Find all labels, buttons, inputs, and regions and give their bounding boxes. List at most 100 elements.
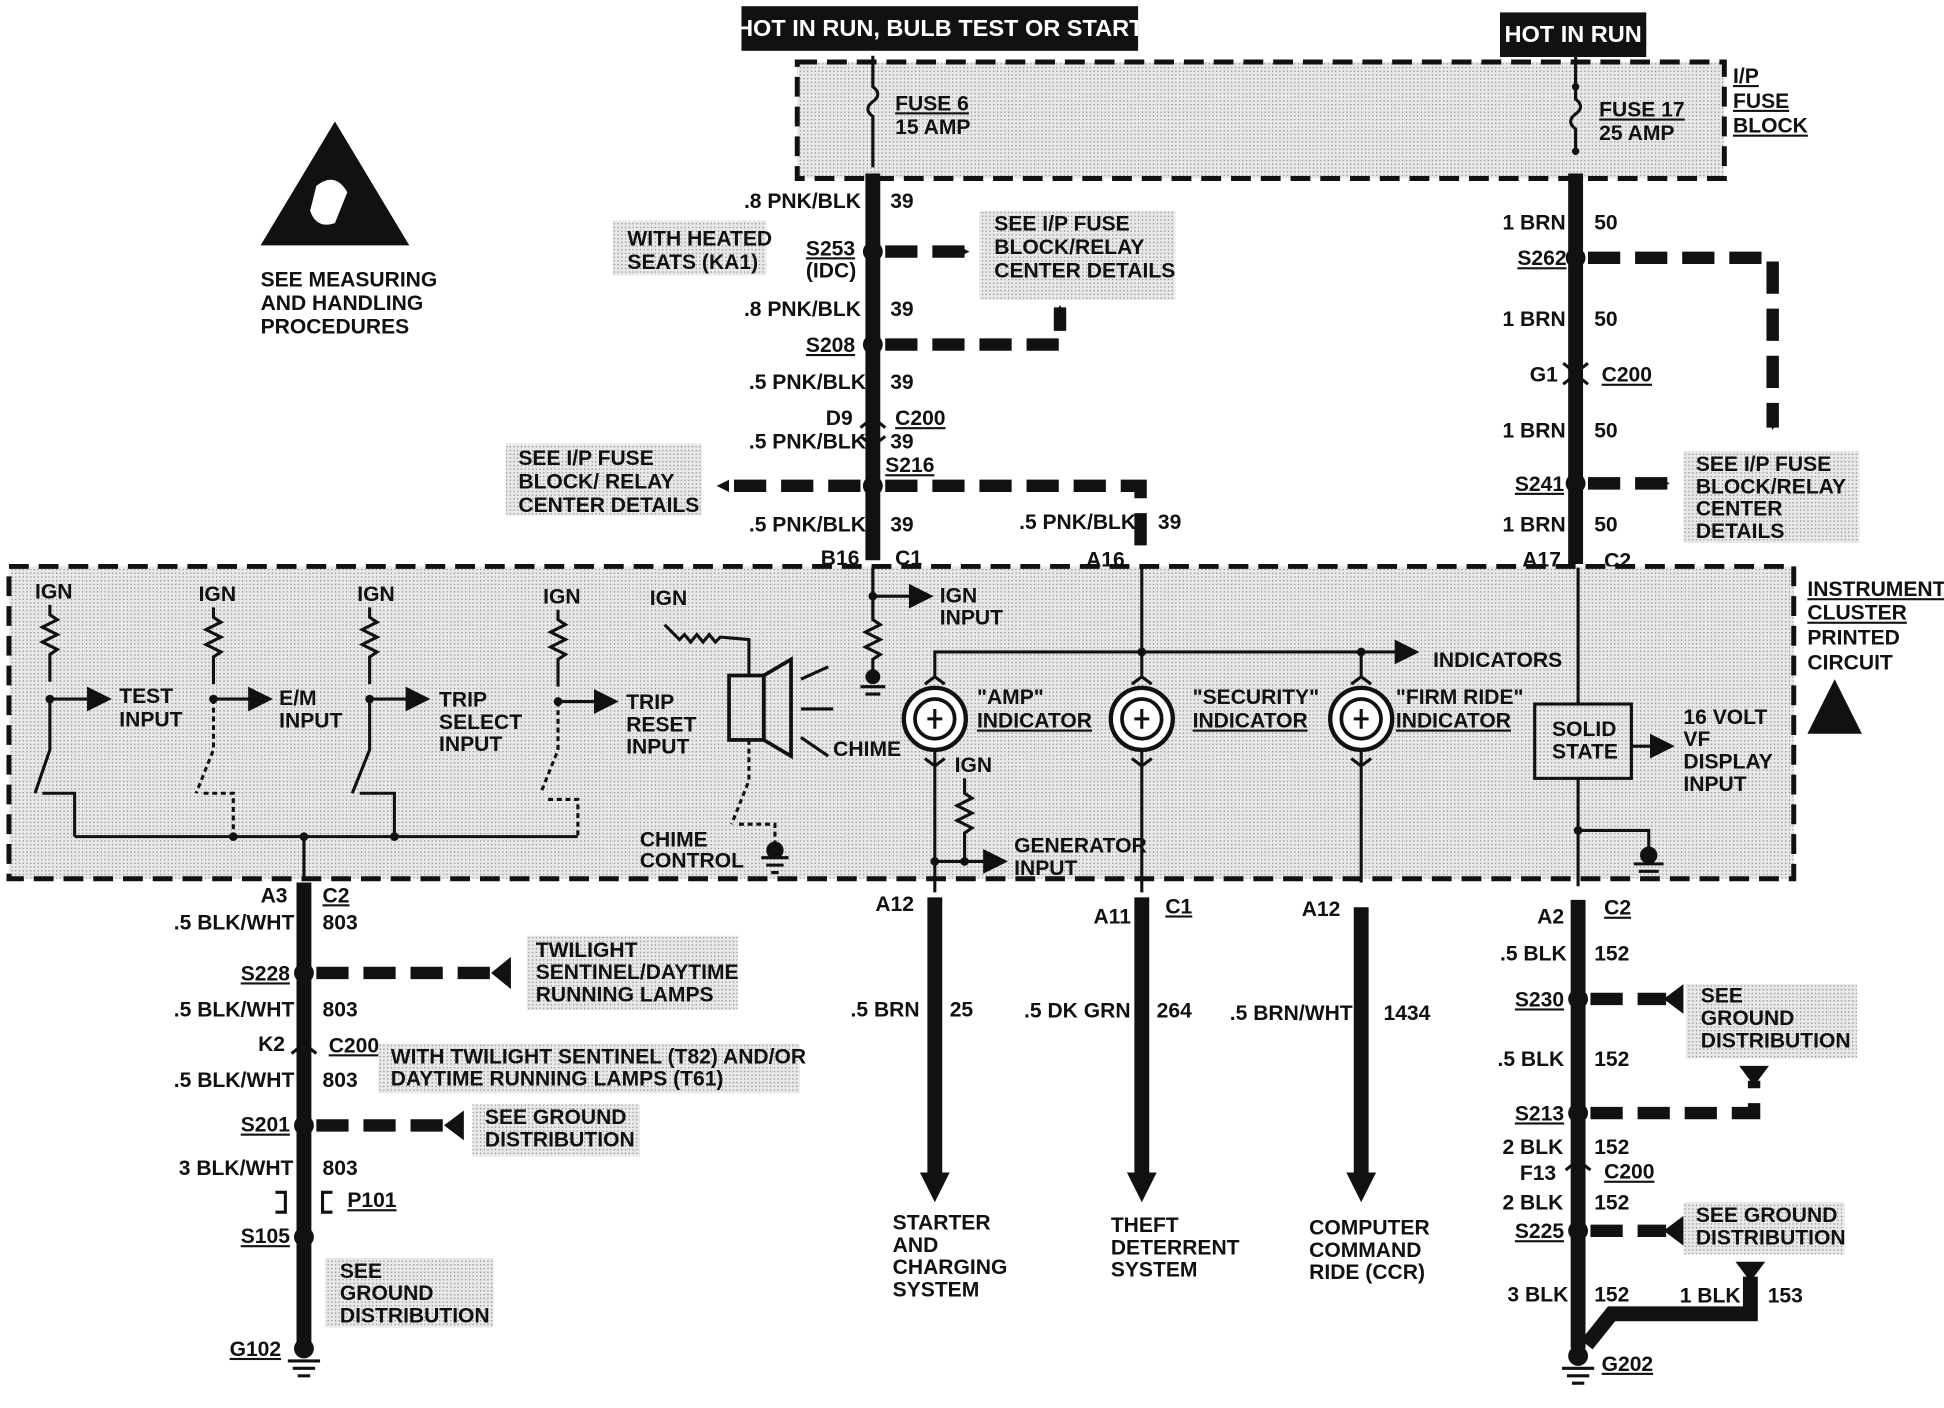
- fuse-block-label: I/P FUSE BLOCK: [1733, 65, 1809, 138]
- wire-152-num-4: 152: [1594, 1192, 1629, 1215]
- firm-ride-indicator-icon: "FIRM RIDE" INDICATOR: [1328, 674, 1524, 883]
- svg-text:PROCEDURES: PROCEDURES: [261, 315, 410, 338]
- splice-s213: [1568, 1103, 1588, 1123]
- conn-a12-a: A12: [875, 893, 914, 916]
- wire-39-num-1: 39: [890, 190, 913, 213]
- svg-text:DISPLAY: DISPLAY: [1683, 750, 1772, 773]
- svg-text:AND: AND: [893, 1234, 939, 1257]
- svg-text:16 VOLT: 16 VOLT: [1683, 706, 1767, 729]
- svg-text:COMMAND: COMMAND: [1309, 1239, 1421, 1262]
- splice-s208-label: S208: [806, 334, 855, 357]
- fuse6-symbol: [866, 55, 880, 168]
- note-twilight: [527, 935, 738, 1011]
- connector-p101-symbol: [275, 1190, 333, 1214]
- header-hot-run: [1500, 12, 1647, 58]
- wire-39-num-3: 39: [890, 371, 913, 394]
- note-twilight-l2: SENTINEL/DAYTIME: [536, 961, 739, 984]
- svg-text:TEST: TEST: [119, 685, 173, 708]
- note-ground-1-l2: DISTRIBUTION: [485, 1128, 635, 1151]
- solid-state-module: SOLID STATE 16 VOLT VF DISPLAY INPUT: [1533, 567, 1773, 887]
- svg-text:"FIRM RIDE": "FIRM RIDE": [1396, 686, 1524, 709]
- wire-153: [1580, 1276, 1758, 1350]
- splice-s230: [1568, 989, 1588, 1009]
- svg-text:CHIME: CHIME: [833, 738, 901, 761]
- svg-text:SEE MEASURING: SEE MEASURING: [261, 268, 438, 291]
- ign-input-circuit: IGN INPUT: [860, 567, 1003, 696]
- wire-1434-num: 1434: [1383, 1002, 1430, 1025]
- wire-803-color-3: .5 BLK/WHT: [174, 1069, 295, 1092]
- wire-39-color-3: .5 PNK/BLK: [749, 371, 867, 394]
- note-ground-3-l3: DISTRIBUTION: [1701, 1029, 1851, 1052]
- note-relay-details-2-l1: SEE I/P FUSE: [518, 447, 653, 470]
- splice-s225: [1568, 1220, 1588, 1241]
- wire-803-num-3: 803: [323, 1069, 358, 1092]
- note-ground-4-l1: SEE GROUND: [1696, 1204, 1838, 1227]
- splice-s228-label: S228: [241, 962, 290, 985]
- svg-text:STATE: STATE: [1552, 741, 1618, 764]
- conn-a2: A2: [1537, 905, 1564, 928]
- wire-803-color-2: .5 BLK/WHT: [174, 998, 295, 1021]
- note-relay-details-1-l1: SEE I/P FUSE: [994, 213, 1129, 236]
- svg-text:25 AMP: 25 AMP: [1599, 122, 1674, 145]
- indicators-bus: [933, 639, 1420, 676]
- wire-25-num: 25: [950, 998, 974, 1021]
- svg-text:INDICATOR: INDICATOR: [1396, 710, 1511, 733]
- wire-803-color-1: .5 BLK/WHT: [174, 912, 295, 935]
- wire-39-num-4: 39: [890, 431, 913, 454]
- svg-text:INPUT: INPUT: [439, 733, 502, 756]
- wire-50-num-4: 50: [1594, 514, 1617, 537]
- splice-s228: [294, 963, 314, 983]
- svg-text:AND HANDLING: AND HANDLING: [261, 292, 424, 315]
- note-heated-seats-l1: WITH HEATED: [627, 227, 772, 250]
- header-hot-run-bulb-text: HOT IN RUN, BULB TEST OR START: [736, 15, 1144, 41]
- note-relay-details-3-l3: CENTER: [1696, 498, 1783, 521]
- wire-50-color-3: 1 BRN: [1502, 420, 1565, 443]
- wire-152-color-3: 2 BLK: [1502, 1136, 1564, 1159]
- splice-s201-label: S201: [241, 1114, 290, 1137]
- wire-803-num-1: 803: [323, 912, 358, 935]
- wire-152-color-4: 2 BLK: [1502, 1192, 1564, 1215]
- note-heated-seats-l2: SEATS (KA1): [627, 251, 758, 274]
- splice-s253: [862, 241, 883, 262]
- dest-starter: STARTER AND CHARGING SYSTEM: [893, 1212, 1008, 1302]
- svg-text:INPUT: INPUT: [1683, 773, 1746, 796]
- svg-text:SYSTEM: SYSTEM: [1111, 1259, 1198, 1282]
- note-relay-details-2-l2: BLOCK/ RELAY: [518, 470, 674, 493]
- fuse17-label: FUSE 17 25 AMP: [1599, 99, 1684, 146]
- splice-s241: [1565, 473, 1586, 494]
- wire-39-color-2: .8 PNK/BLK: [744, 298, 862, 321]
- svg-text:IGN: IGN: [543, 586, 580, 609]
- svg-text:IGN: IGN: [199, 583, 236, 606]
- wire-152-color-2: .5 BLK: [1498, 1048, 1565, 1071]
- generator-input-circuit: IGN GENERATOR INPUT: [930, 754, 1147, 880]
- splice-s241-label: S241: [1515, 473, 1564, 496]
- svg-text:SYSTEM: SYSTEM: [893, 1278, 980, 1301]
- ground-g202-icon: [1561, 1346, 1595, 1385]
- svg-text:PRINTED: PRINTED: [1807, 627, 1899, 650]
- svg-text:RESET: RESET: [626, 713, 696, 736]
- splice-s253-label: S253: [806, 237, 855, 260]
- wire-39-color-4: .5 PNK/BLK: [749, 431, 867, 454]
- svg-text:RIDE (CCR): RIDE (CCR): [1309, 1261, 1425, 1284]
- note-relay-details-1-l2: BLOCK/RELAY: [994, 236, 1144, 259]
- splice-s105: [294, 1227, 314, 1247]
- wire-50-color-1: 1 BRN: [1502, 211, 1565, 234]
- svg-text:INDICATOR: INDICATOR: [1193, 710, 1308, 733]
- svg-text:CLUSTER: CLUSTER: [1807, 602, 1906, 625]
- note-ground-2-l2: GROUND: [340, 1282, 434, 1305]
- conn-c200-b: C200: [1602, 364, 1652, 387]
- wire-803-num-2: 803: [323, 998, 358, 1021]
- wire-152-num-2: 152: [1594, 1048, 1629, 1071]
- connector-c200-b-symbol: [1562, 361, 1589, 386]
- note-relay-details-3-l4: DETAILS: [1696, 520, 1785, 543]
- wire-152-color-5: 3 BLK: [1507, 1283, 1569, 1306]
- note-relay-details-1: [979, 210, 1176, 300]
- svg-text:CHARGING: CHARGING: [893, 1256, 1008, 1279]
- splice-s262: [1565, 247, 1586, 268]
- wire-50-num-1: 50: [1594, 211, 1617, 234]
- svg-text:FUSE 6: FUSE 6: [895, 92, 969, 115]
- connector-c200-c-symbol: [290, 1041, 318, 1055]
- svg-text:INDICATOR: INDICATOR: [977, 710, 1092, 733]
- conn-g1: G1: [1530, 364, 1558, 387]
- svg-text:IGN: IGN: [35, 581, 72, 604]
